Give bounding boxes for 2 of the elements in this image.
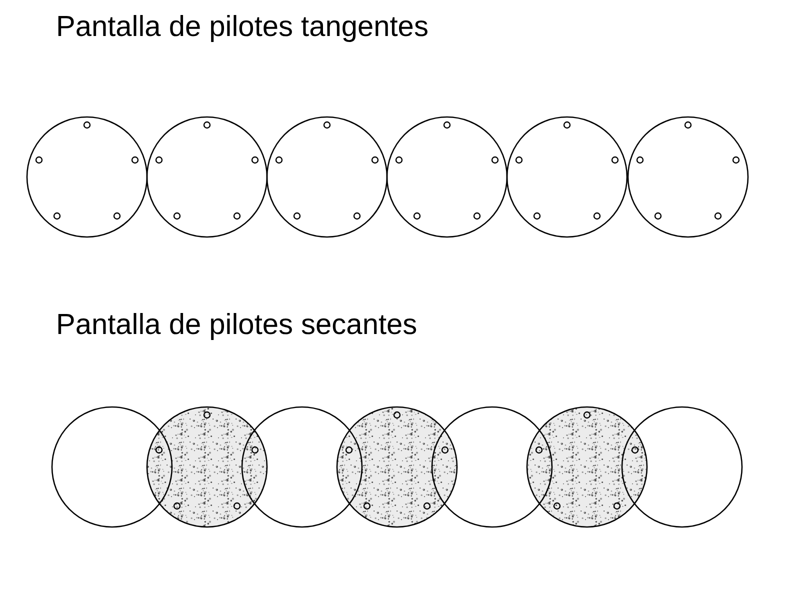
heading: Pantalla de pilotes tangentes	[56, 10, 428, 44]
heading: Pantalla de pilotes secantes	[56, 308, 418, 342]
